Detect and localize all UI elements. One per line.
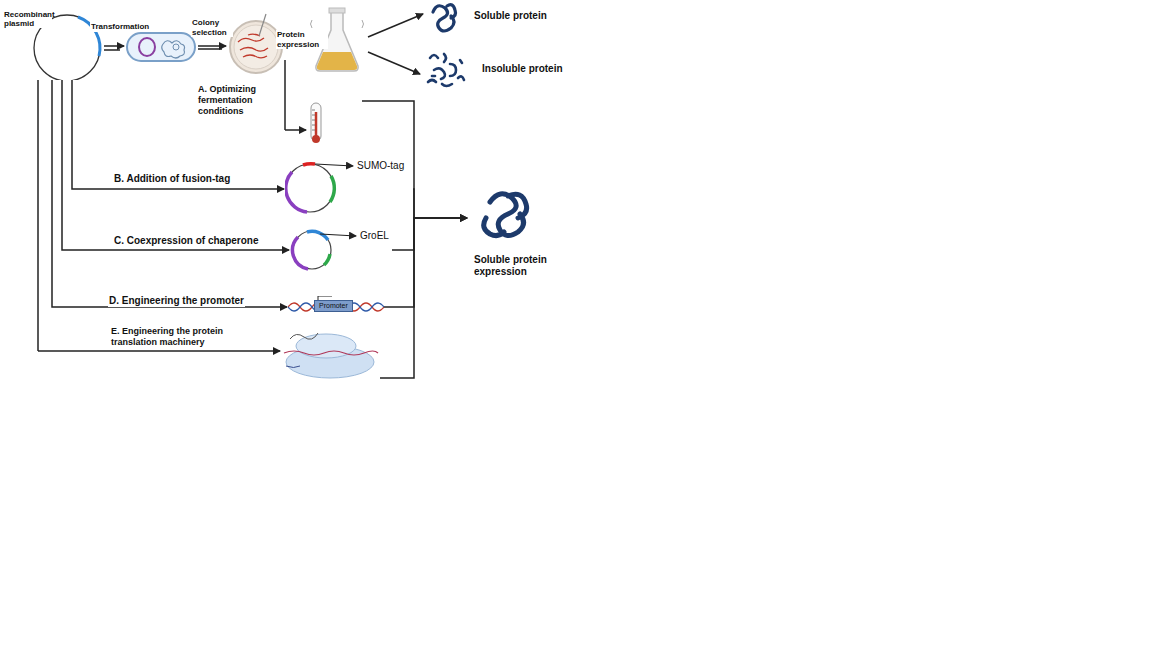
strategy-label: D. Engineering the promoter — [108, 295, 245, 307]
node-label: GroEL — [360, 230, 389, 242]
petri-dish — [230, 14, 282, 73]
node-label: Insoluble protein — [482, 63, 563, 75]
strategy-label: B. Addition of fusion-tag — [113, 173, 231, 185]
node-icon — [468, 188, 548, 250]
node-label: Recombinant plasmid — [4, 10, 52, 28]
process-arrows — [104, 14, 423, 74]
ribosome — [284, 333, 378, 378]
connector — [62, 80, 289, 250]
node-label: Soluble protein expression — [474, 254, 564, 277]
node-icon — [290, 228, 360, 272]
step-label: E. Engineering the protein translation m… — [110, 326, 272, 348]
step-label: Protein expression — [276, 30, 328, 49]
connector — [392, 218, 467, 250]
node-icon — [425, 0, 465, 34]
step-label: Transformation — [90, 22, 150, 32]
node-label: Promoter — [314, 300, 353, 312]
connector — [384, 218, 467, 307]
groel-plasmid-node: GroEL — [290, 228, 392, 272]
step-label: A. Optimizing fermentation conditions — [197, 84, 275, 116]
strategy-e-line — [38, 80, 280, 351]
node-icon — [422, 48, 470, 94]
bacterium-cell — [127, 33, 195, 61]
strategy-label: C. Coexpression of chaperone — [113, 235, 259, 247]
final-soluble-node: Soluble protein expression — [468, 188, 566, 288]
connector — [52, 80, 287, 307]
soluble-protein-node: Soluble protein — [425, 0, 575, 34]
plasmid-node: Recombinant plasmid — [4, 8, 104, 80]
thermometer — [311, 103, 321, 143]
node-label: SUMO-tag — [357, 160, 404, 172]
step-label: Colony selection — [191, 18, 233, 37]
insoluble-protein-node: Insoluble protein — [422, 48, 582, 94]
strategy-a-line — [285, 60, 306, 130]
node-icon — [285, 160, 357, 218]
connector — [413, 189, 467, 218]
sumo-plasmid-node: SUMO-tag — [285, 160, 413, 218]
promoter-node: Promoter — [288, 296, 384, 318]
node-label: Soluble protein — [474, 10, 547, 22]
connector — [72, 80, 284, 189]
